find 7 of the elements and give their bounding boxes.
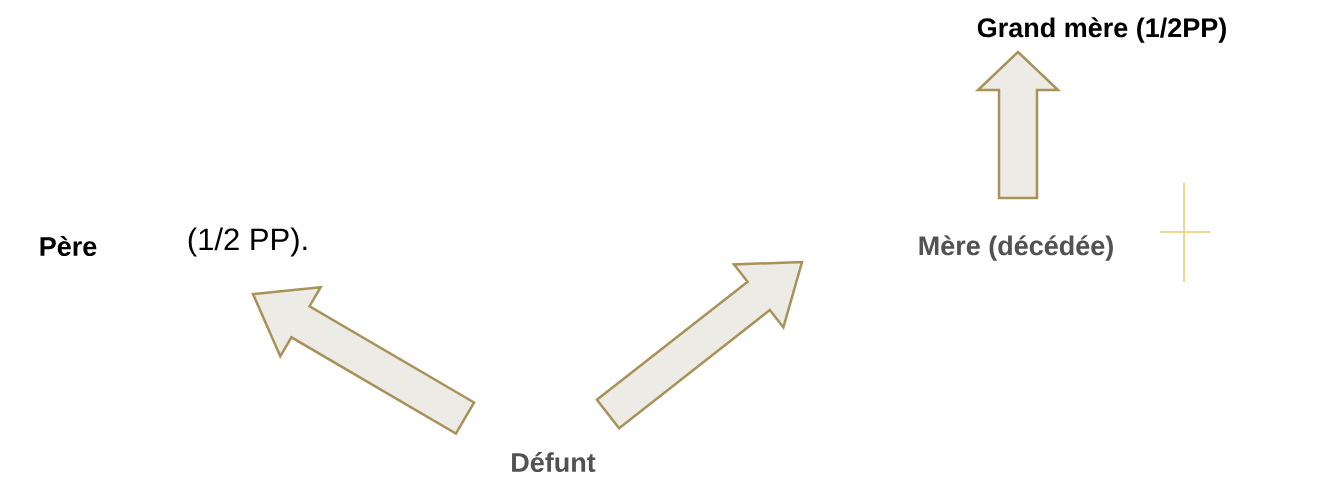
block-arrow <box>595 260 804 430</box>
block-arrow <box>974 50 1062 200</box>
annotation-text: (1/2 PP). <box>188 227 307 257</box>
node-label: Grand mère (1/2PP) <box>977 17 1226 43</box>
node-label: Mère (décédée) <box>919 235 1113 261</box>
node-label: Défunt <box>512 451 596 473</box>
node-label: Père <box>40 235 97 257</box>
